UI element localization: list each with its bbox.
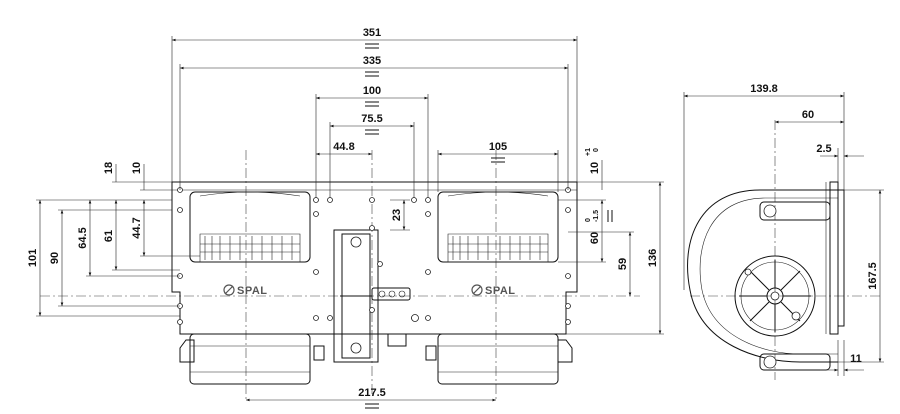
dim-100: 100 bbox=[363, 85, 381, 97]
dim-60-front: 60 bbox=[589, 232, 601, 244]
dim-61: 61 bbox=[103, 230, 115, 242]
side-dimensions: 139.8 60 2.5 167.5 11 bbox=[683, 83, 884, 376]
dim-23: 23 bbox=[391, 209, 403, 221]
spal-logo-left: SPAL bbox=[223, 284, 268, 297]
dim-101: 101 bbox=[27, 249, 39, 267]
dim-64-5: 64.5 bbox=[77, 227, 89, 248]
dim-167-5: 167.5 bbox=[867, 262, 879, 290]
tol-10-minus: 0 bbox=[593, 148, 600, 152]
dim-351: 351 bbox=[363, 27, 381, 39]
mounting-holes bbox=[177, 187, 571, 325]
dim-90: 90 bbox=[49, 252, 61, 264]
dim-217-5: 217.5 bbox=[358, 387, 386, 399]
front-top-dimensions: 351 335 100 75.5 44.8 105 bbox=[171, 27, 578, 198]
dim-44-8: 44.8 bbox=[333, 141, 354, 153]
scroll-housing bbox=[687, 189, 838, 363]
front-view: SPAL SPAL 351 335 100 bbox=[27, 27, 664, 409]
central-motor bbox=[333, 229, 411, 363]
tol-60-plus: 0 bbox=[585, 218, 592, 222]
side-view: 139.8 60 2.5 167.5 11 bbox=[683, 83, 884, 380]
tol-10-plus: +1 bbox=[585, 148, 592, 156]
front-bottom-dimensions: 217.5 bbox=[246, 387, 496, 409]
dim-60-side: 60 bbox=[802, 109, 814, 121]
motor-hub bbox=[734, 255, 816, 337]
tol-60-minus: -1.5 bbox=[593, 210, 600, 222]
dim-44-7: 44.7 bbox=[131, 217, 143, 238]
dim-11: 11 bbox=[850, 353, 862, 365]
dim-2-5: 2.5 bbox=[816, 143, 831, 155]
dim-105: 105 bbox=[489, 141, 507, 153]
dim-75-5: 75.5 bbox=[361, 113, 382, 125]
dim-139-8: 139.8 bbox=[750, 83, 778, 95]
spal-logo-right: SPAL bbox=[471, 284, 516, 297]
svg-text:SPAL: SPAL bbox=[237, 285, 268, 297]
front-left-dimensions: 101 90 64.5 61 44.7 18 10 23 bbox=[27, 162, 410, 317]
dim-335: 335 bbox=[363, 55, 381, 67]
dim-59: 59 bbox=[617, 258, 629, 270]
dim-10-right: 10 bbox=[589, 162, 601, 174]
dim-10-left: 10 bbox=[131, 162, 143, 174]
dim-18: 18 bbox=[103, 162, 115, 174]
left-blower-housing bbox=[189, 191, 311, 385]
front-right-dimensions: 136 59 60 0 -1.5 10 +1 0 bbox=[558, 148, 664, 335]
svg-text:SPAL: SPAL bbox=[485, 285, 516, 297]
dim-136: 136 bbox=[647, 249, 659, 267]
